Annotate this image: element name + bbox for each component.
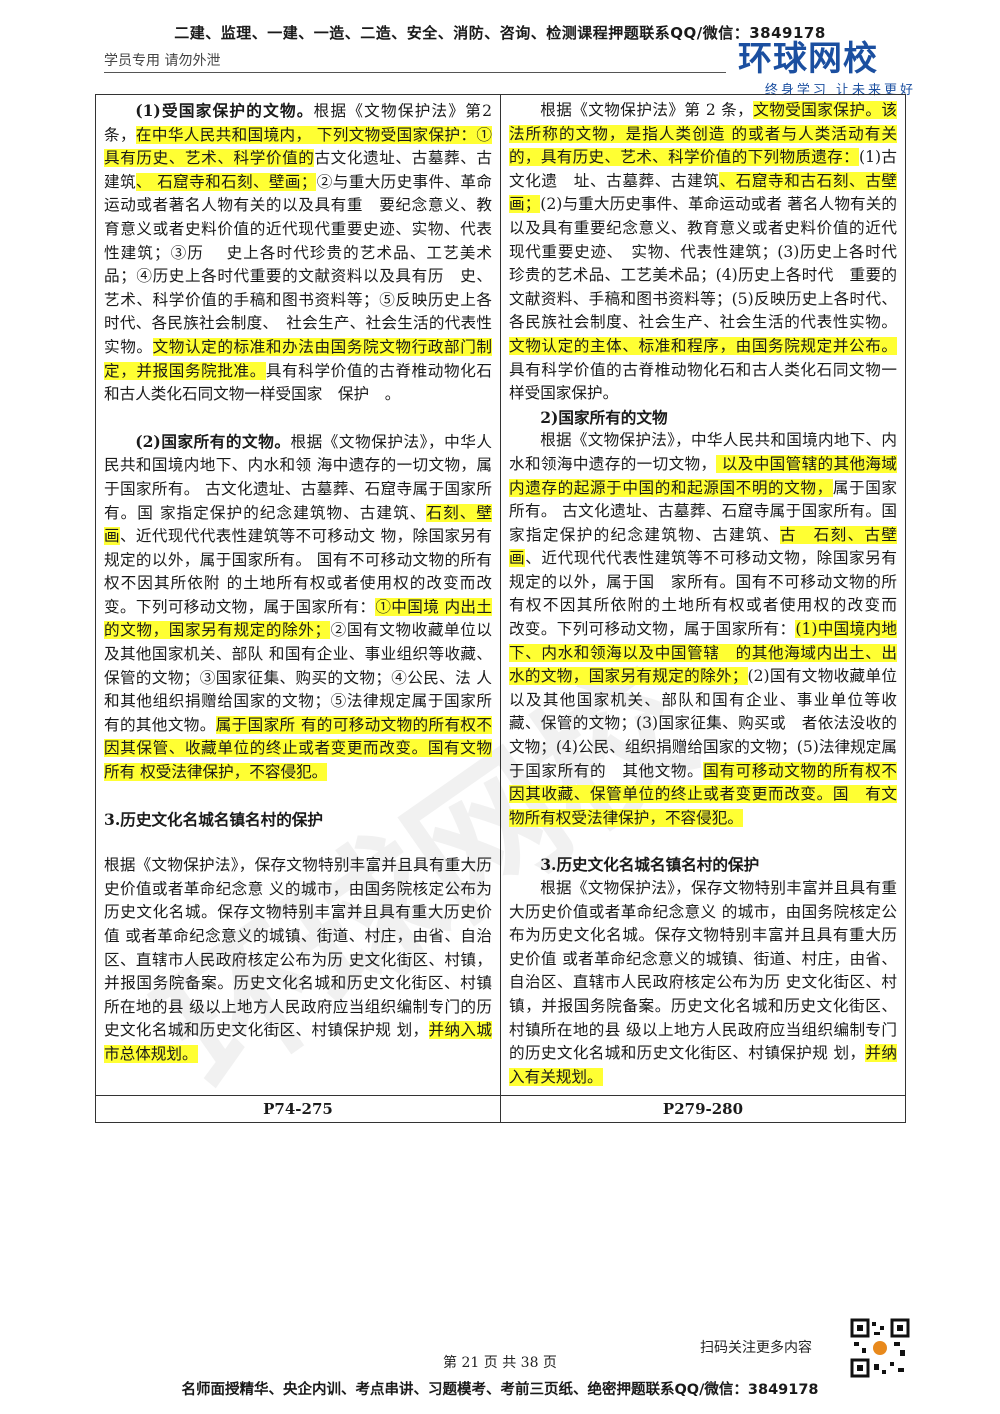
right-s1-c: (1)古文化遗 址、古墓葬、古建筑 [509,148,897,190]
header-notice: 学员专用 请勿外泄 [104,53,221,69]
right-s2-c: 属于国家所有。 古文化遗址、古墓葬、石窟寺属于国家所有。国家指定保护的纪念建筑物… [509,478,897,544]
page-number: 第 21 页 共 38 页 [443,1355,557,1371]
left-section-1: (1)受国家保护的文物。根据《文物保护法》第2条，在中华人民共和国境内， 下列文… [104,99,492,407]
left-s2-title: (2)国家所有的文物。 [135,431,291,451]
left-s2-e: ②国有文物收藏单位以及其他国家机关、部队 和国有企业、事业组织等收藏、保管的文物… [104,621,492,734]
brand-logo: 环球网校 终身学习 让未来更好 [738,40,916,100]
left-s3-a: 根据《文物保护法》，保存文物特别丰富并且具有重大历史价值或者革命纪念意 义的城市… [104,856,492,1040]
left-s1-c: 古文化遗址、古墓葬、古建筑 [104,149,492,191]
right-section-3: 根据《文物保护法》，保存文物特别丰富并且具有重大历史价值或者革命纪念意义 的城市… [509,877,897,1089]
right-page-ref: P279-280 [500,1095,906,1124]
left-s1-d: 、 石窟寺和石刻、壁画； [135,172,317,191]
footer-contact-line: 名师面授精华、央企内训、考点串讲、习题模考、考前三页纸、绝密押题联系QQ/微信：… [181,1382,819,1398]
left-section-3-title: 3.历史文化名城名镇名村的保护 [104,809,323,829]
right-section-2-title: 2)国家所有的文物 [540,407,668,427]
right-s1-e: (2)与重大历史事件、革命运动或者 著名人物有关的以及具有重要纪念意义、教育意义… [509,195,897,332]
right-s1-f: 文物认定的主体、标准和程序，由国务院规定并公布。 [509,336,897,355]
right-s2-e: 、近代现代代表性建筑等不可移动文物，除国家另有规定的以外，属于国 家所有。国有不… [509,549,913,639]
right-s1-g: 具有科学价值的古脊椎动物化石和古人类化石同文物一样受国家保护。 [509,360,897,403]
right-section-3-title: 3.历史文化名城名镇名村的保护 [540,855,760,875]
comparison-table: (1)受国家保护的文物。根据《文物保护法》第2条，在中华人民共和国境内， 下列文… [95,93,913,1124]
right-column-cell: 根据《文物保护法》第 2 条，文物受国家保护。该法所称的文物，是指人类创造 的或… [500,93,913,1097]
left-column-cell: (1)受国家保护的文物。根据《文物保护法》第2条，在中华人民共和国境内， 下列文… [95,93,501,1097]
right-s2-a: 根据《文物保护法》，中华人民共和国境内地下、内水和领海中遗存的一切文物， [509,431,897,473]
left-s1-a: 根据《文物保护法》第2条， [104,102,492,144]
left-s1-title: (1)受国家保护的文物。 [135,101,314,120]
right-section-1: 根据《文物保护法》第 2 条，文物受国家保护。该法所称的文物，是指人类创造 的或… [509,99,897,406]
table-row-content: (1)受国家保护的文物。根据《文物保护法》第2条，在中华人民共和国境内， 下列文… [95,93,913,1097]
right-section-2: 根据《文物保护法》，中华人民共和国境内地下、内水和领海中遗存的一切文物， 以及中… [509,429,913,830]
right-s3-a: 根据《文物保护法》，保存文物特别丰富并且具有重大历史价值或者革命纪念意义 的城市… [509,879,897,1063]
header-rule [104,72,726,73]
qr-code-icon[interactable] [850,1318,910,1378]
left-s2-a: 根据《文物保护法》，中华人民共和国境内地下、内水和领 海中遗存的一切文物，属于国… [104,432,493,522]
left-s1-g: 具有科学价值的古脊椎动物化石和古人类化石同文物一样受国家 保护 。 [104,361,492,404]
table-row-refs: P74-275 P279-280 [95,1095,906,1124]
spacer [104,785,492,808]
spacer [104,407,492,430]
spacer [104,831,492,854]
spacer [509,830,897,853]
left-section-3: 根据《文物保护法》，保存文物特别丰富并且具有重大历史价值或者革命纪念意 义的城市… [104,854,492,1066]
left-page-ref: P74-275 [95,1095,501,1124]
right-s2-g: (2)国有文物收藏单位以及其他国家机关、部队和国有企业、事业单位等收藏、保管的文… [509,667,897,780]
left-section-2: (2)国家所有的文物。根据《文物保护法》，中华人民共和国境内地下、内水和领 海中… [104,430,492,785]
scan-qr-caption: 扫码关注更多内容 [700,1340,812,1356]
header-contact-line: 二建、监理、一建、一造、二造、安全、消防、咨询、检测课程押题联系QQ/微信：38… [174,24,826,42]
right-s1-a: 根据《文物保护法》第 2 条， [540,101,754,119]
left-s1-e: ②与重大历史事件、革命运动或者著名人物有关的以及具有重 要纪念意义、教育意义或者… [104,172,492,356]
left-s2-c: 、近代现代代表性建筑等不可移动文 物，除国家另有规定的以外，属于国家所有。 国有… [104,527,492,616]
logo-name: 环球网校 [738,39,878,79]
